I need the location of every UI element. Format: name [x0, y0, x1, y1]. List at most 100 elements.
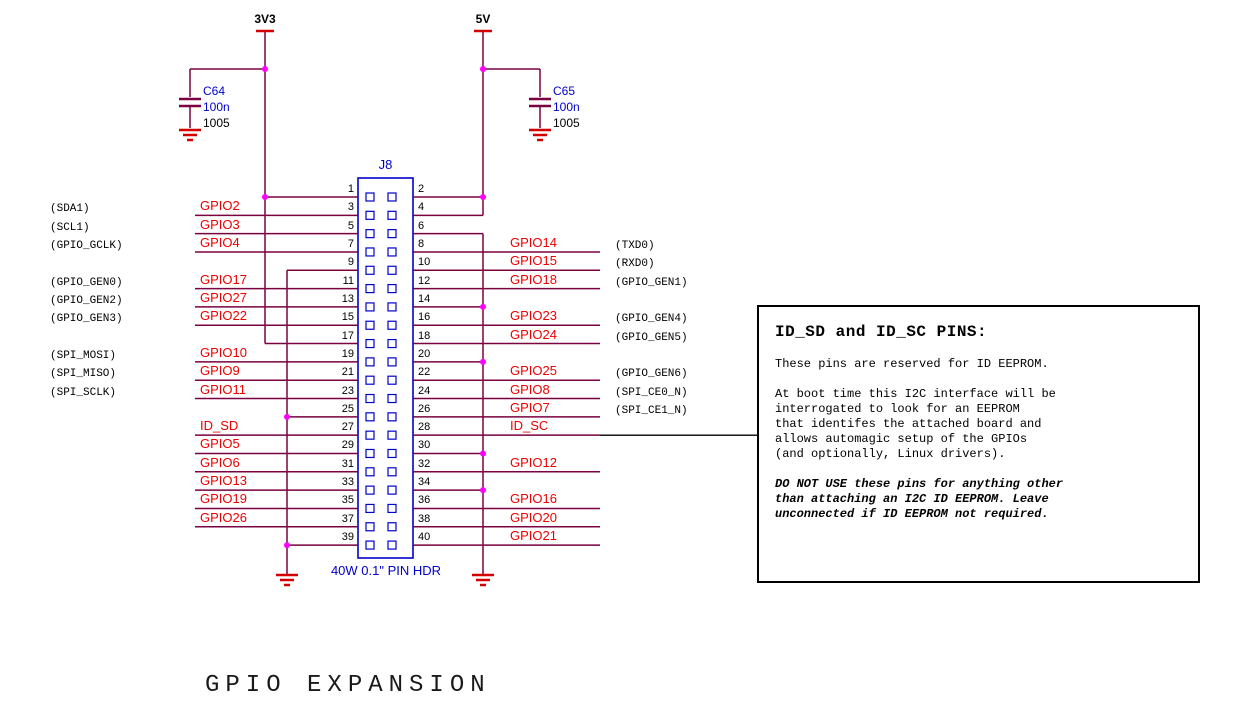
pin-square	[365, 430, 375, 440]
pin-square	[387, 540, 397, 550]
pin-square	[387, 210, 397, 220]
note-title: ID_SD and ID_SC PINS:	[775, 323, 988, 341]
pin-number: 36	[418, 494, 431, 507]
connector-ref: J8	[378, 157, 393, 172]
net-label: GPIO3	[200, 216, 240, 232]
net-label: GPIO27	[200, 289, 247, 305]
power-rail-3v3-label: 3V3	[254, 12, 276, 26]
pin-number: 14	[418, 292, 431, 305]
pin-function-annotation: (GPIO_GEN4)	[615, 313, 688, 326]
pin-square	[387, 467, 397, 477]
pin-square	[387, 284, 397, 294]
capacitor-value: 100n	[203, 100, 230, 114]
pin-function-annotation: (SDA1)	[50, 203, 90, 216]
pin-square	[387, 192, 397, 202]
pin-square	[387, 393, 397, 404]
pin-function-annotation: (GPIO_GEN1)	[615, 276, 688, 289]
net-label: GPIO16	[510, 491, 557, 507]
pin-number: 32	[418, 457, 431, 470]
pin-number: 31	[341, 457, 354, 470]
pin-function-annotation: (SPI_MISO)	[50, 368, 117, 381]
power-rail-5v-label: 5V	[475, 12, 491, 26]
junction-dot	[480, 303, 486, 310]
pin-square	[365, 485, 375, 495]
pin-function-annotation: (RXD0)	[615, 258, 655, 271]
pin-number: 19	[341, 347, 354, 360]
pin-number: 10	[418, 256, 431, 269]
pin-square	[387, 503, 397, 514]
net-label: ID_SD	[200, 418, 239, 434]
pin-square	[365, 412, 375, 422]
pin-square	[365, 338, 375, 349]
pin-number: 9	[347, 256, 354, 269]
capacitor-size: 1005	[203, 116, 230, 130]
pin-square	[387, 357, 397, 367]
net-label: GPIO2	[200, 198, 240, 214]
pin-function-annotation: (SPI_MOSI)	[50, 349, 117, 362]
pin-square	[387, 302, 397, 312]
pin-square	[365, 540, 375, 550]
pin-square	[387, 320, 397, 330]
pin-function-annotation: (SCL1)	[50, 221, 90, 234]
pin-number: 37	[341, 512, 354, 525]
pin-number: 5	[347, 219, 354, 232]
pin-function-annotation: (GPIO_GEN2)	[50, 294, 123, 307]
pin-square	[387, 247, 397, 257]
pin-square	[365, 448, 375, 459]
pin-function-annotation: (TXD0)	[615, 239, 655, 252]
pin-square	[365, 393, 375, 404]
note-paragraph-3: DO NOT USE these pins for anything other…	[775, 477, 1064, 521]
junction-dot	[480, 194, 486, 200]
net-label: GPIO8	[510, 381, 550, 397]
pin-square	[387, 448, 397, 459]
junction-dot	[480, 487, 486, 494]
pin-number: 12	[418, 274, 431, 287]
pin-square	[365, 522, 375, 532]
pin-number: 23	[341, 384, 354, 397]
net-label: GPIO6	[200, 454, 240, 470]
pin-square	[365, 229, 375, 239]
pin-number: 17	[341, 329, 354, 342]
pin-number: 6	[418, 219, 425, 232]
pin-number: 30	[418, 439, 431, 452]
pin-number: 33	[341, 476, 354, 489]
pin-square	[387, 430, 397, 440]
pin-square	[365, 210, 375, 220]
note-paragraph-2: At boot time this I2C interface will be …	[775, 387, 1056, 461]
pin-function-annotation: (GPIO_GCLK)	[50, 239, 123, 252]
net-label: GPIO10	[200, 344, 247, 360]
pin-function-annotation: (GPIO_GEN6)	[615, 368, 688, 381]
pin-function-annotation: (GPIO_GEN5)	[615, 331, 688, 344]
pin-function-annotation: (SPI_CE0_N)	[615, 386, 688, 399]
net-label: GPIO18	[510, 271, 557, 287]
capacitor-size: 1005	[553, 116, 580, 130]
pin-square	[365, 467, 375, 477]
net-label: ID_SC	[510, 418, 549, 434]
capacitor-ref: C64	[203, 84, 226, 98]
net-label: GPIO24	[510, 326, 557, 342]
junction-dot	[284, 413, 290, 420]
junction-dot	[480, 66, 486, 72]
pin-number: 16	[418, 311, 431, 324]
pin-function-annotation: (SPI_SCLK)	[50, 386, 117, 399]
pin-square	[365, 320, 375, 330]
net-label: GPIO7	[510, 399, 550, 415]
junction-dot	[480, 450, 486, 457]
connector-outline	[357, 177, 414, 559]
pin-number: 38	[418, 512, 431, 525]
pin-number: 28	[418, 421, 431, 434]
pin-number: 20	[418, 347, 431, 360]
pin-square	[387, 338, 397, 349]
pin-square	[387, 412, 397, 422]
pin-number: 34	[418, 476, 431, 489]
pin-number: 15	[341, 311, 354, 324]
net-label: GPIO13	[200, 473, 247, 489]
pin-number: 3	[347, 201, 354, 214]
pin-square	[365, 503, 375, 514]
pin-number: 1	[347, 183, 354, 195]
capacitor-ref: C65	[553, 84, 576, 98]
net-label: GPIO21	[510, 528, 557, 544]
net-label: GPIO19	[200, 491, 247, 507]
pin-square	[365, 302, 375, 312]
pin-square	[365, 265, 375, 275]
